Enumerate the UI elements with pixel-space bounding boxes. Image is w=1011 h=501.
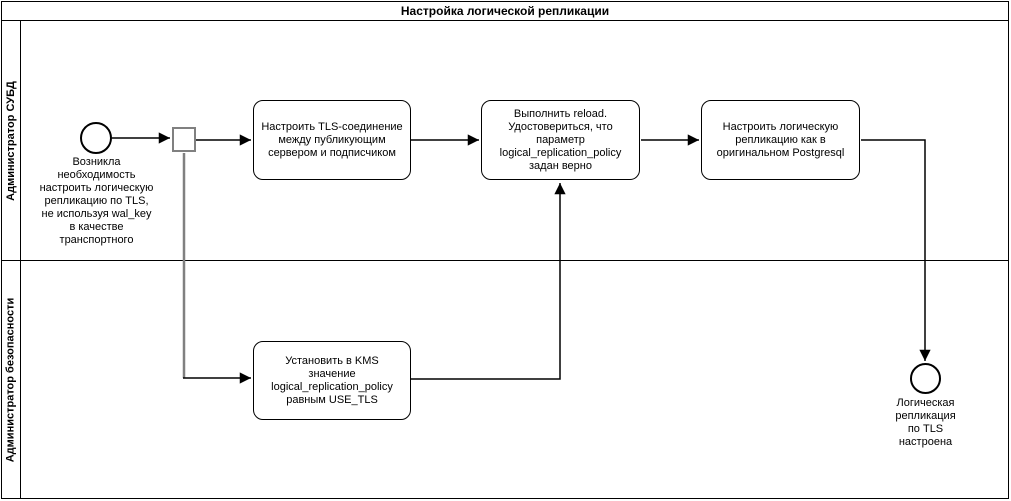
task-configure-logical-replication[interactable]: Настроить логическую репликацию как в ор… (701, 100, 860, 180)
task-set-kms-policy[interactable]: Установить в KMS значение logical_replic… (253, 341, 411, 420)
end-event-label: Логическая репликация по TLS настроена (895, 397, 956, 448)
task-reload-verify[interactable]: Выполнить reload. Удостовериться, что па… (481, 100, 640, 180)
pool-title: Настройка логической репликации (1, 1, 1009, 21)
lane-divider (1, 260, 1009, 261)
start-event-label: Возникла необходимость настроить логичес… (39, 156, 154, 246)
task-configure-tls[interactable]: Настроить TLS-соединение между публикующ… (253, 100, 411, 180)
lane-dba-admin-label: Администратор СУБД (4, 80, 17, 201)
start-event[interactable] (80, 122, 112, 154)
lane-security-admin-label: Администратор безопасности (4, 297, 17, 463)
gateway-square[interactable] (172, 127, 196, 152)
lane-dba-admin: Администратор СУБД (1, 21, 20, 260)
lane-security-admin: Администратор безопасности (1, 261, 20, 499)
end-event[interactable] (910, 363, 941, 394)
